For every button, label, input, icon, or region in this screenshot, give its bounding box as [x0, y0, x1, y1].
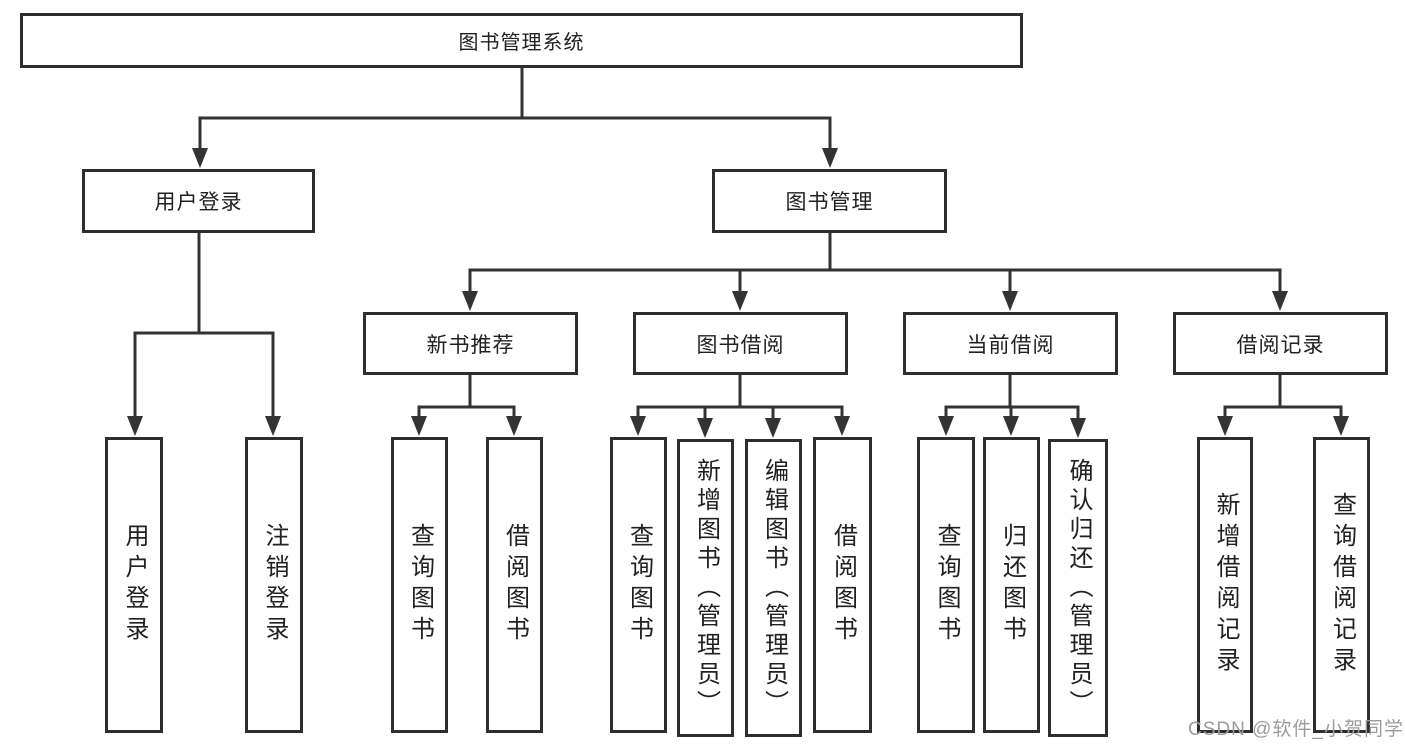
- node-label: 用户登录: [121, 523, 148, 647]
- leaf-edit-book-admin: 编辑图书（管理员）: [745, 439, 802, 737]
- node-label: 当前借阅: [966, 333, 1055, 357]
- arrowhead-down-icon: [732, 291, 748, 311]
- arrowhead-down-icon: [265, 416, 281, 436]
- arrowhead-down-icon: [697, 418, 713, 438]
- arrowhead-down-icon: [192, 148, 208, 168]
- node-label: 用户登录: [154, 191, 243, 214]
- leaf-query-books: 查询图书: [391, 437, 448, 733]
- arrowhead-down-icon: [411, 416, 427, 436]
- node-library-management-system: 图书管理系统: [20, 13, 1023, 68]
- arrowhead-down-icon: [1217, 416, 1233, 436]
- node-user-login: 用户登录: [82, 169, 315, 233]
- node-borrowing-records: 借阅记录: [1173, 312, 1388, 375]
- leaf-user-login: 用户登录: [105, 437, 163, 733]
- node-label: 确认归还（管理员）: [1065, 457, 1092, 719]
- arrowhead-down-icon: [1333, 416, 1349, 436]
- leaf-logout-login: 注销登录: [245, 437, 303, 733]
- leaf-borrow-books: 借阅图书: [486, 437, 543, 733]
- arrowhead-down-icon: [462, 291, 478, 311]
- node-label: 查询图书: [933, 523, 960, 647]
- node-label: 图书借阅: [696, 333, 785, 357]
- node-label: 图书管理: [785, 191, 874, 214]
- arrowhead-down-icon: [1003, 416, 1019, 436]
- node-book-management: 图书管理: [712, 169, 947, 233]
- leaf-query-books: 查询图书: [917, 437, 975, 733]
- arrowhead-down-icon: [938, 416, 954, 436]
- leaf-return-books: 归还图书: [983, 437, 1040, 733]
- arrowhead-down-icon: [506, 416, 522, 436]
- node-label: 归还图书: [998, 523, 1026, 647]
- node-label: 新增图书（管理员）: [692, 457, 720, 719]
- arrowhead-down-icon: [765, 418, 781, 438]
- node-label: 新增借阅记录: [1212, 492, 1239, 678]
- arrowhead-down-icon: [1272, 291, 1288, 311]
- arrowhead-down-icon: [822, 148, 838, 168]
- node-label: 查询借阅记录: [1328, 492, 1356, 678]
- leaf-add-book-admin: 新增图书（管理员）: [677, 439, 734, 737]
- node-label: 查询图书: [406, 523, 434, 647]
- leaf-borrow-books: 借阅图书: [813, 437, 872, 733]
- node-label: 查询图书: [625, 523, 653, 647]
- leaf-query-books: 查询图书: [610, 437, 667, 733]
- leaf-confirm-return-admin: 确认归还（管理员）: [1048, 439, 1108, 737]
- arrowhead-down-icon: [127, 416, 143, 436]
- node-new-book-recommendation: 新书推荐: [363, 312, 578, 375]
- arrowhead-down-icon: [630, 416, 646, 436]
- node-label: 图书管理系统: [458, 32, 585, 54]
- arrowhead-down-icon: [1002, 291, 1018, 311]
- node-label: 借阅记录: [1236, 333, 1325, 357]
- node-label: 借阅图书: [501, 523, 529, 647]
- csdn-watermark: CSDN @软件_小贺同学: [1188, 719, 1404, 740]
- arrowhead-down-icon: [1070, 418, 1086, 438]
- node-label: 借阅图书: [829, 523, 857, 647]
- node-label: 新书推荐: [426, 333, 515, 357]
- node-label: 注销登录: [261, 523, 288, 647]
- node-label: 编辑图书（管理员）: [760, 457, 788, 719]
- arrowhead-down-icon: [834, 416, 850, 436]
- leaf-query-borrow-record: 查询借阅记录: [1313, 437, 1370, 733]
- leaf-add-borrow-record: 新增借阅记录: [1197, 437, 1253, 733]
- node-book-borrowing: 图书借阅: [633, 312, 848, 375]
- node-current-borrowing: 当前借阅: [903, 312, 1118, 375]
